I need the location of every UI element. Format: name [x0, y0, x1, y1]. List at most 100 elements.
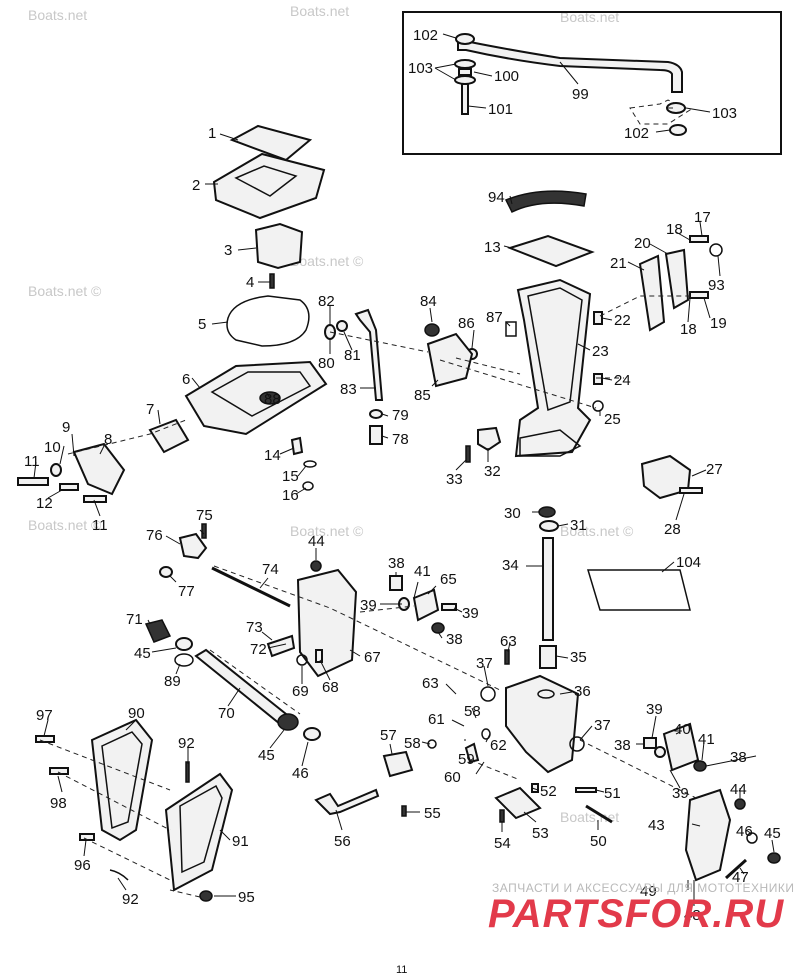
callout-label: 88	[264, 391, 281, 408]
callout-label: 44	[308, 533, 325, 550]
exhaust-housing-group	[424, 190, 723, 500]
swivel-group	[480, 506, 691, 774]
callout-label: 9	[62, 419, 70, 436]
clamp-bracket	[684, 788, 732, 882]
callout-label: 63	[500, 633, 517, 650]
pin	[585, 804, 613, 824]
callout-label: 11	[24, 453, 40, 470]
callout-label: 95	[238, 889, 255, 906]
callout-label: 6	[182, 371, 190, 388]
bracket	[664, 248, 690, 310]
gasket	[506, 234, 595, 268]
pin	[504, 649, 510, 665]
callout-label: 37	[594, 717, 611, 734]
watermark: Boats.net	[290, 3, 349, 19]
watermark: Boats.net ©	[560, 523, 634, 539]
transom-bracket-group	[35, 718, 234, 902]
callout-label: 99	[572, 86, 589, 103]
callout-label: 92	[122, 891, 139, 908]
gasket	[229, 124, 313, 162]
seal	[336, 320, 348, 332]
callout-label: 44	[730, 781, 747, 798]
clip	[302, 481, 314, 491]
screw	[441, 603, 457, 611]
retainer-wire	[586, 569, 691, 611]
plate	[494, 786, 542, 820]
adapter-plate-opening	[210, 371, 312, 417]
callout-label: 17	[694, 209, 711, 226]
callout-label: 72	[250, 641, 267, 658]
screw	[35, 735, 55, 743]
washer	[654, 746, 666, 758]
callout-label: 63	[422, 675, 439, 692]
callout-label: 22	[614, 312, 631, 329]
callout-label: 1	[208, 125, 216, 142]
callout-label: 65	[440, 571, 457, 588]
bushing	[539, 645, 557, 669]
callout-label: 38	[614, 737, 631, 754]
bushing	[389, 575, 403, 591]
screw	[679, 487, 703, 494]
callout-label: 7	[146, 401, 154, 418]
washer	[480, 686, 496, 702]
footer-logo[interactable]: PARTSFOR.RU	[488, 892, 785, 936]
callout-label: 39	[462, 605, 479, 622]
spring	[159, 566, 173, 578]
steering-arm	[457, 41, 683, 93]
watermark: Boats.net ©	[28, 517, 102, 533]
washer	[303, 727, 321, 741]
callout-label: 40	[674, 721, 691, 738]
lock-lever	[178, 532, 208, 560]
callout-label: 18	[666, 221, 683, 238]
callout-label: 47	[732, 869, 749, 886]
alignment-lines	[39, 107, 701, 898]
callout-label: 39	[360, 597, 377, 614]
steering-shaft	[542, 537, 554, 641]
nut	[693, 760, 707, 772]
callout-label: 53	[532, 825, 549, 842]
locknut	[669, 124, 687, 136]
callout-label: 56	[334, 833, 351, 850]
lever-block	[382, 750, 414, 778]
callout-label: 20	[634, 235, 651, 252]
lower-parts	[314, 722, 781, 882]
callout-label: 84	[420, 293, 437, 310]
washer	[746, 832, 758, 844]
callout-label: 100	[494, 68, 519, 85]
callout-label: 73	[246, 619, 263, 636]
callout-label: 94	[488, 189, 505, 206]
washer	[592, 400, 604, 412]
screw	[49, 767, 69, 775]
washer	[569, 736, 585, 752]
callout-label: 92	[178, 735, 195, 752]
callout-label: 104	[676, 554, 701, 571]
watermark: Boats.net ©	[28, 283, 102, 299]
callout-label: 54	[494, 835, 511, 852]
callout-label: 69	[292, 683, 309, 700]
plate	[412, 588, 440, 622]
callout-label: 50	[590, 833, 607, 850]
callout-label: 21	[610, 255, 627, 272]
grommet-tube	[369, 425, 383, 445]
watermark: Boats.net	[560, 809, 619, 825]
callout-label: 46	[292, 765, 309, 782]
callout-label: 2	[192, 177, 200, 194]
cover-detail	[179, 784, 223, 874]
callout-label: 39	[646, 701, 663, 718]
nut	[431, 622, 445, 634]
callout-label: 18	[680, 321, 697, 338]
callout-label: 75	[196, 507, 213, 524]
callout-label: 77	[178, 583, 195, 600]
callout-label: 103	[408, 60, 433, 77]
callout-label: 79	[392, 407, 409, 424]
callout-label: 38	[446, 631, 463, 648]
cover	[164, 772, 234, 892]
callout-label: 4	[246, 274, 254, 291]
callout-label: 103	[712, 105, 737, 122]
washer	[454, 75, 476, 85]
callout-label: 23	[592, 343, 609, 360]
callout-label: 30	[504, 505, 521, 522]
callout-label: 58	[404, 735, 421, 752]
callout-label: 52	[540, 783, 557, 800]
